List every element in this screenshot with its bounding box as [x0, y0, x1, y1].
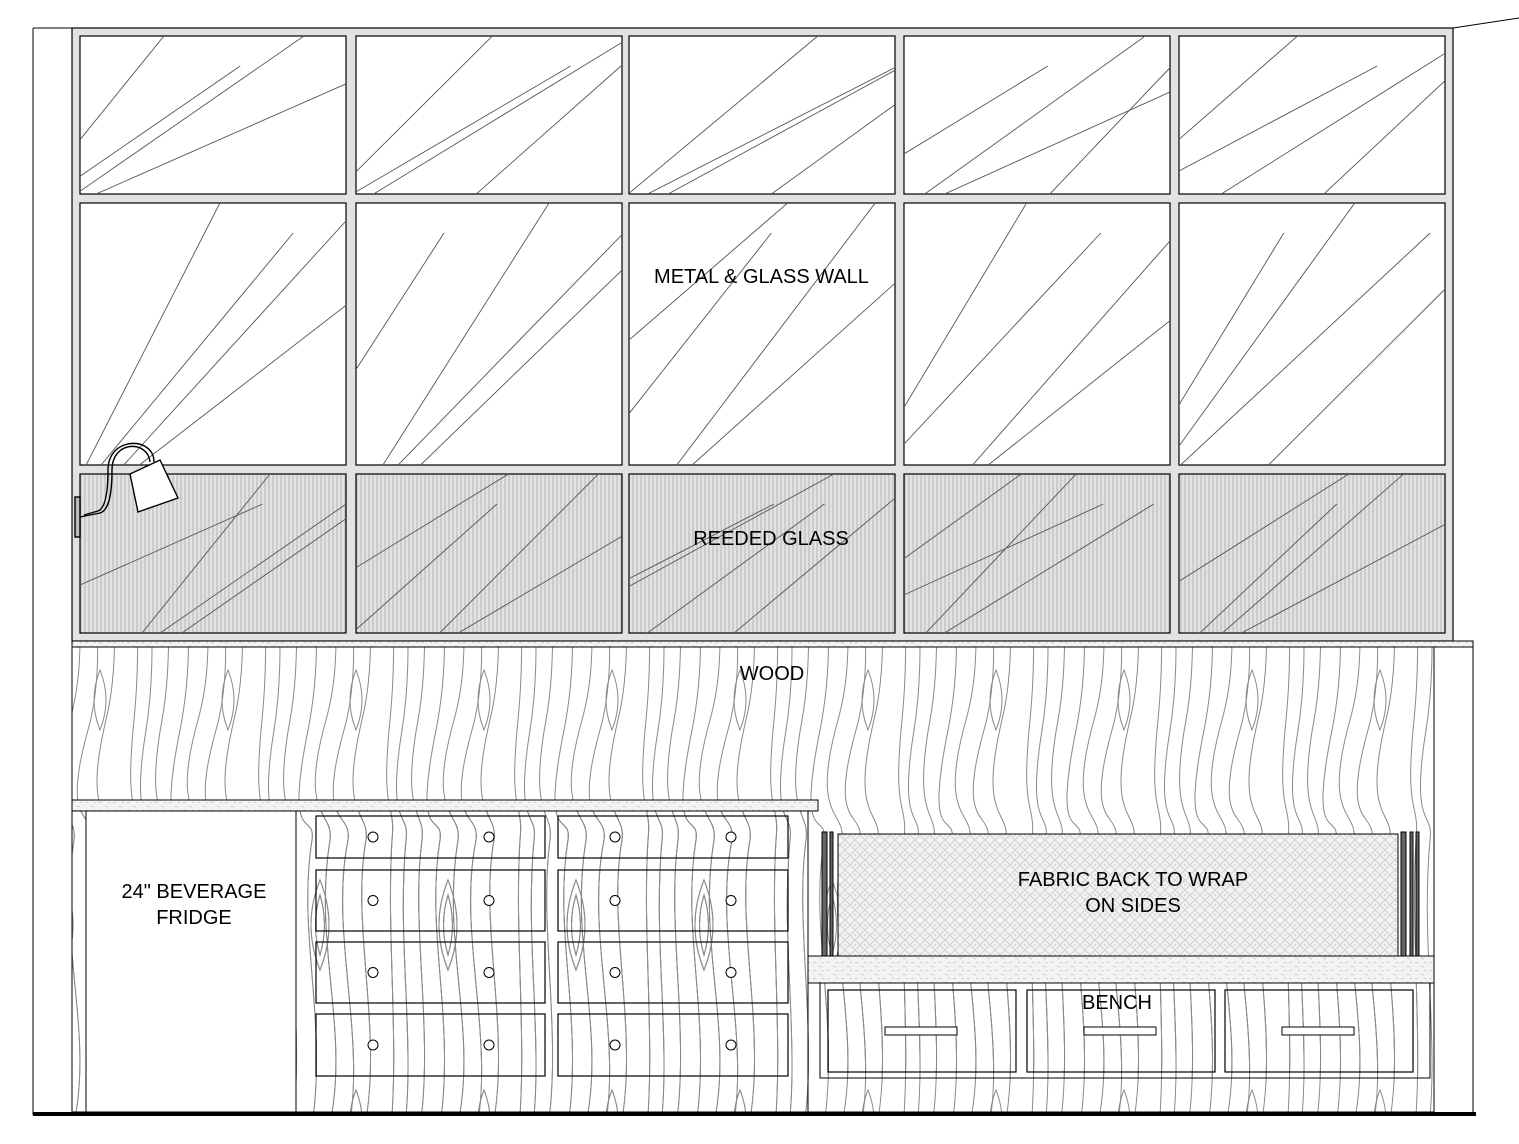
label-beverage-fridge-line2: FRIDGE [156, 907, 232, 929]
bench-drawers [827, 989, 1414, 1073]
label-fabric-back-line1: FABRIC BACK TO WRAP [1017, 869, 1249, 891]
label-wood: WOOD [739, 663, 805, 685]
cabinet-drawer[interactable] [557, 869, 789, 932]
drawer-knob [483, 1039, 495, 1051]
label-bench: BENCH [1081, 992, 1152, 1014]
drawer-knob [609, 967, 621, 978]
cabinet-drawer[interactable] [315, 815, 546, 859]
drawer-knob [367, 831, 379, 843]
drawer-pull [884, 1026, 958, 1036]
drawer-pull [1281, 1026, 1355, 1036]
drawer-knob [367, 1039, 379, 1051]
glass-pane [628, 202, 896, 466]
cabinet-drawer[interactable] [557, 1013, 789, 1077]
drawer-knob [609, 1039, 621, 1051]
label-fabric-back-line2: ON SIDES [1085, 895, 1181, 917]
glass-pane [628, 35, 896, 195]
drawer-fronts [315, 815, 789, 1077]
glass-pane [1178, 202, 1446, 466]
glass-pane [79, 202, 347, 466]
reeded-glass-pane [79, 473, 347, 634]
label-beverage-fridge: 24" BEVERAGE FRIDGE [96, 879, 292, 931]
drawer-knob [483, 895, 495, 906]
reeded-glass-pane [903, 473, 1171, 634]
bench-drawer[interactable] [1026, 989, 1216, 1073]
label-metal-glass-wall: METAL & GLASS WALL [654, 266, 869, 288]
label-fabric-back: FABRIC BACK TO WRAP ON SIDES [960, 867, 1306, 919]
cabinet-drawer[interactable] [315, 941, 546, 1004]
drawer-pull [1083, 1026, 1157, 1036]
glass-pane [903, 35, 1171, 195]
label-reeded-glass: REEDED GLASS [693, 528, 849, 550]
drawer-knob [609, 895, 621, 906]
bench-drawer[interactable] [1224, 989, 1414, 1073]
reeded-glass-pane [628, 473, 896, 634]
wall-sconce-icon [74, 442, 179, 538]
countertop [71, 799, 819, 812]
cabinet-drawer[interactable] [557, 815, 789, 859]
label-beverage-fridge-line1: 24" BEVERAGE [121, 881, 267, 903]
beverage-fridge [85, 810, 297, 1113]
drawer-knob [725, 831, 737, 843]
cabinet-drawer[interactable] [315, 869, 546, 932]
drawer-knob [609, 831, 621, 843]
cabinet-drawer[interactable] [315, 1013, 546, 1077]
drawer-knob [483, 831, 495, 843]
bench-drawer[interactable] [827, 989, 1017, 1073]
glass-pane [355, 202, 623, 466]
reeded-glass-pane [355, 473, 623, 634]
drawer-knob [725, 1039, 737, 1051]
wood-sill [71, 640, 1474, 648]
drawer-knob [367, 895, 379, 906]
cabinet-drawer[interactable] [557, 941, 789, 1004]
glass-panes [79, 35, 1446, 634]
glass-pane [1178, 35, 1446, 195]
drawer-knob [483, 967, 495, 978]
drawer-knob [367, 967, 379, 978]
wall-right-line [1452, 17, 1519, 29]
glass-pane [903, 202, 1171, 466]
drawer-knob [725, 895, 737, 906]
fabric-back [837, 833, 1399, 957]
reeded-glass-pane [1178, 473, 1446, 634]
glass-pane [355, 35, 623, 195]
drawer-knob [725, 967, 737, 978]
glass-pane [79, 35, 347, 195]
bench-seat-cushion [807, 955, 1435, 984]
fridge-side-panel [71, 810, 87, 1113]
